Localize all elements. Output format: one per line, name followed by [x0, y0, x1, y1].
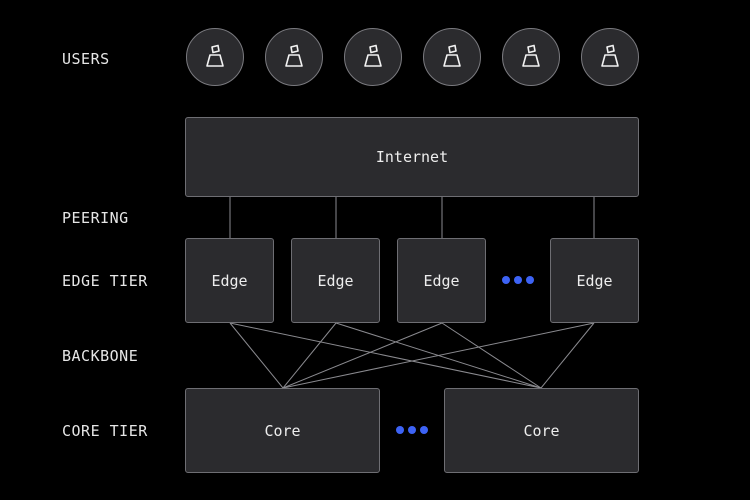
- row-label-edge-tier: EDGE TIER: [62, 272, 148, 290]
- backbone-link: [282, 322, 337, 389]
- edge-node[interactable]: Edge: [185, 238, 274, 323]
- user-icon: [443, 44, 461, 67]
- user-node[interactable]: [423, 28, 481, 86]
- user-icon: [522, 44, 540, 67]
- edge-label: Edge: [576, 271, 613, 290]
- core-label: Core: [523, 421, 560, 440]
- row-label-core-tier: CORE TIER: [62, 422, 148, 440]
- user-icon: [601, 44, 619, 67]
- edge-node[interactable]: Edge: [397, 238, 486, 323]
- edge-node[interactable]: Edge: [550, 238, 639, 323]
- ellipsis-dots-icon: [396, 426, 428, 434]
- core-label: Core: [264, 421, 301, 440]
- user-node[interactable]: [581, 28, 639, 86]
- row-label-peering: PEERING: [62, 209, 129, 227]
- edge-node[interactable]: Edge: [291, 238, 380, 323]
- backbone-link: [540, 322, 595, 389]
- user-icon: [285, 44, 303, 67]
- user-icon: [206, 44, 224, 67]
- row-label-users: USERS: [62, 50, 110, 68]
- user-icon: [364, 44, 382, 67]
- ellipsis-dots-icon: [502, 276, 534, 284]
- user-node[interactable]: [344, 28, 402, 86]
- row-label-backbone: BACKBONE: [62, 347, 139, 365]
- user-node[interactable]: [265, 28, 323, 86]
- backbone-link: [282, 322, 443, 389]
- backbone-link: [229, 322, 542, 389]
- core-node[interactable]: Core: [444, 388, 639, 473]
- backbone-link: [229, 322, 284, 389]
- core-node[interactable]: Core: [185, 388, 380, 473]
- backbone-link: [441, 322, 542, 389]
- edge-label: Edge: [211, 271, 248, 290]
- edge-label: Edge: [423, 271, 460, 290]
- internet-node[interactable]: Internet: [185, 117, 639, 197]
- edge-label: Edge: [317, 271, 354, 290]
- internet-label: Internet: [375, 148, 449, 166]
- backbone-link: [282, 322, 595, 389]
- user-node[interactable]: [186, 28, 244, 86]
- user-node[interactable]: [502, 28, 560, 86]
